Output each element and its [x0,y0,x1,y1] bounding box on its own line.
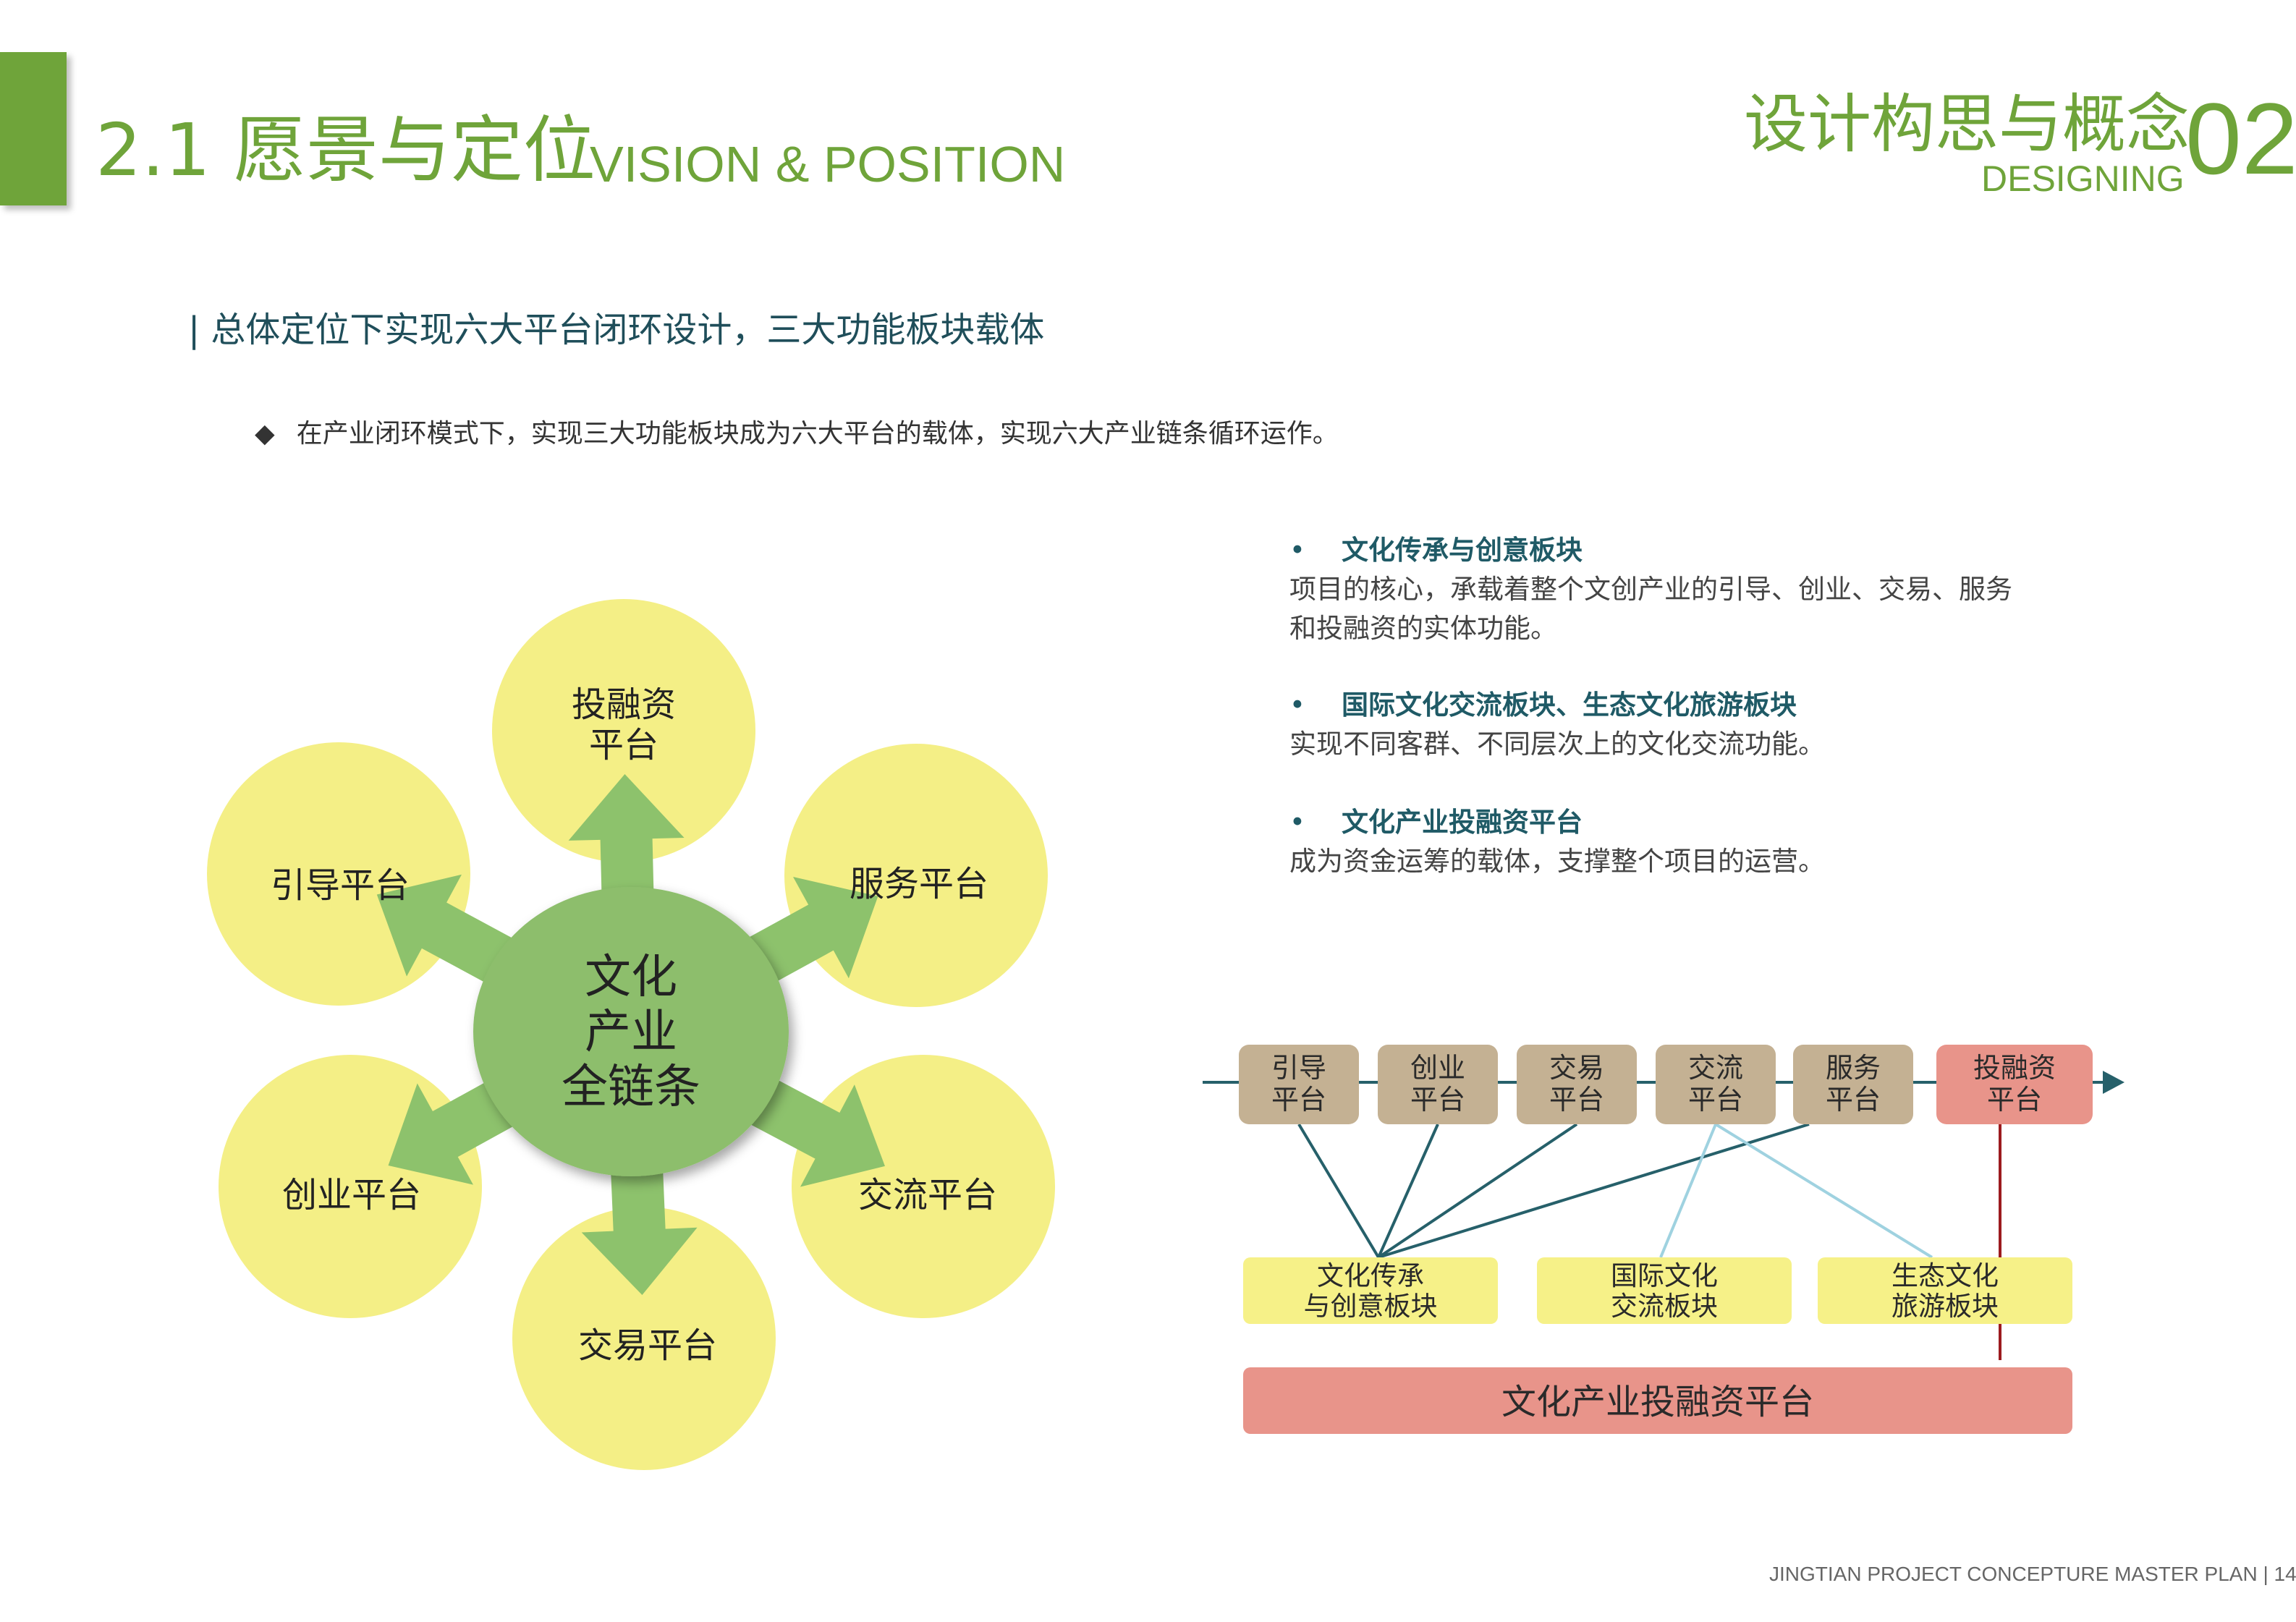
platform-circle [512,1207,776,1470]
flow-platform-label: 平台 [1688,1084,1743,1116]
description-line: 成为资金运筹的载体，支撑整个项目的运营。 [1289,846,1825,877]
platform-label: 平台 [589,725,658,765]
subtitle: | 总体定位下实现六大平台闭环设计，三大功能板块载体 [188,310,1045,350]
flow-sector-box [1243,1257,1498,1324]
flow-platform-box [1517,1045,1637,1124]
hub-center-circle [473,887,789,1176]
description-heading: 文化传承与创意板块 [1342,535,1583,566]
platform-label: 引导平台 [271,865,410,906]
flow-platform-label: 平台 [1826,1084,1881,1116]
hub-arrow [568,773,685,924]
flow-platform-label: 平台 [1987,1084,2042,1116]
description-line: 实现不同客群、不同层次上的文化交流功能。 [1289,729,1825,760]
flow-platform-box [1793,1045,1913,1124]
flow-platform-box [1936,1045,2093,1124]
bullet-dot: • [1289,807,1305,838]
connector-line [1378,1123,1810,1259]
hub-center-text: 产业 [585,1006,677,1059]
hub-center-text: 全链条 [562,1061,700,1114]
flow-platform-box [1656,1045,1776,1124]
platform-circle [492,599,755,862]
flow-platform-label: 平台 [1549,1084,1604,1116]
flow-platform-label: 平台 [1410,1084,1465,1116]
flow-platform-label: 服务 [1826,1052,1881,1084]
platform-label: 交易平台 [578,1325,717,1366]
intro-text: 在产业闭环模式下，实现三大功能板块成为六大平台的载体，实现六大产业链条循环运作。 [296,419,1339,449]
flow-sector-box [1537,1257,1792,1324]
connector-line [1297,1123,1380,1259]
flow-platform-box [1239,1045,1359,1124]
flow-platform-label: 引导 [1271,1052,1326,1084]
flow-platform-box [1378,1045,1498,1124]
description-heading: 文化产业投融资平台 [1342,807,1583,838]
flow-platform-label: 投融资 [1973,1052,2056,1084]
flow-platform-label: 交流 [1688,1052,1743,1084]
flow-platform-label: 创业 [1410,1052,1465,1084]
flow-sector-label: 生态文化 [1892,1260,1999,1291]
description-2: • 国际文化交流板块、生态文化旅游板块 实现不同客群、不同层次上的文化交流功能。 [1289,686,2085,764]
description-line: 和投融资的实体功能。 [1289,613,1557,644]
description-heading: 国际文化交流板块、生态文化旅游板块 [1342,689,1797,721]
connector-line [1714,1123,1933,1259]
connector-line [1659,1124,1717,1258]
flow-sector-label: 与创意板块 [1304,1291,1438,1322]
connector-line [1377,1124,1439,1258]
platform-label: 投融资 [572,684,676,725]
diamond-icon: ◆ [255,419,275,449]
investment-platform-bar [1243,1367,2072,1434]
hub-center-text: 文化 [585,951,677,1004]
header-accent-bar [0,52,67,205]
section-number: 02 [2185,82,2296,195]
flow-sector-label: 国际文化 [1611,1260,1718,1291]
platform-label: 交流平台 [858,1175,997,1215]
description-line: 项目的核心，承载着整个文创产业的引导、创业、交易、服务 [1289,574,2012,605]
description-1: • 文化传承与创意板块 项目的核心，承载着整个文创产业的引导、创业、交易、服务 和… [1289,531,2085,648]
flow-platform-label: 交易 [1549,1052,1604,1084]
timeline-arrowhead [2103,1071,2125,1094]
hub-arrow [581,1139,698,1296]
section-title: 设计构思与概念 [1744,87,2190,161]
page-title-english: VISION & POSITION [590,136,1066,192]
flow-sector-box [1818,1257,2072,1324]
footer-text: JINGTIAN PROJECT CONCEPTURE MASTER PLAN … [1769,1563,2296,1585]
investment-platform-label: 文化产业投融资平台 [1501,1382,1814,1422]
flow-sector-label: 文化传承 [1317,1260,1424,1291]
flow-sector-label: 交流板块 [1611,1291,1718,1322]
description-3: • 文化产业投融资平台 成为资金运筹的载体，支撑整个项目的运营。 [1289,803,2085,881]
platform-label: 服务平台 [850,864,988,904]
intro-bullet: ◆ 在产业闭环模式下，实现三大功能板块成为六大平台的载体，实现六大产业链条循环运作… [255,421,1339,447]
bullet-dot: • [1289,535,1305,566]
section-title-english: DESIGNING [1981,158,2185,199]
flow-platform-label: 平台 [1271,1084,1326,1116]
flow-sector-label: 旅游板块 [1892,1291,1999,1322]
page-title: 2.1 愿景与定位 [96,108,596,192]
connector-line [1377,1123,1578,1259]
bullet-dot: • [1289,689,1305,721]
platform-label: 创业平台 [282,1175,421,1215]
